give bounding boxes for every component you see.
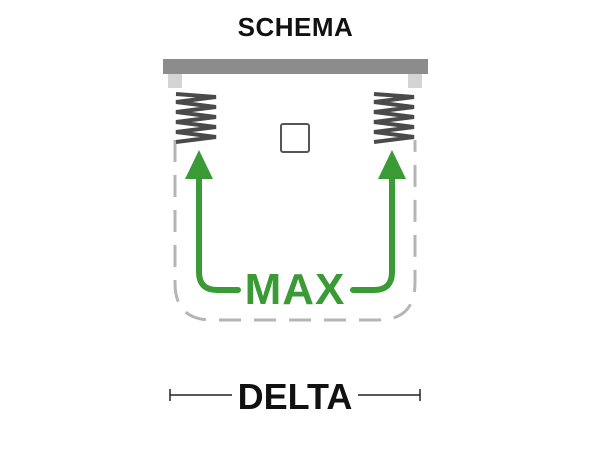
max-arrows (196, 169, 395, 293)
spring-left-icon (175, 92, 217, 144)
right-bracket (408, 74, 422, 88)
left-arrow-head (185, 150, 213, 179)
right-arrow-head (378, 150, 406, 179)
left-arrow-path (196, 169, 241, 293)
right-arrow-path (350, 169, 395, 293)
diagram-title: SCHEMA (237, 12, 354, 42)
top-bar (163, 59, 428, 74)
spring-right-icon (373, 92, 415, 144)
dashed-outline (173, 140, 417, 322)
max-label: MAX (244, 265, 346, 314)
left-bracket (168, 74, 182, 88)
center-square-icon (280, 123, 310, 153)
delta-label: DELTA (237, 376, 353, 417)
dimension-line (169, 389, 421, 401)
